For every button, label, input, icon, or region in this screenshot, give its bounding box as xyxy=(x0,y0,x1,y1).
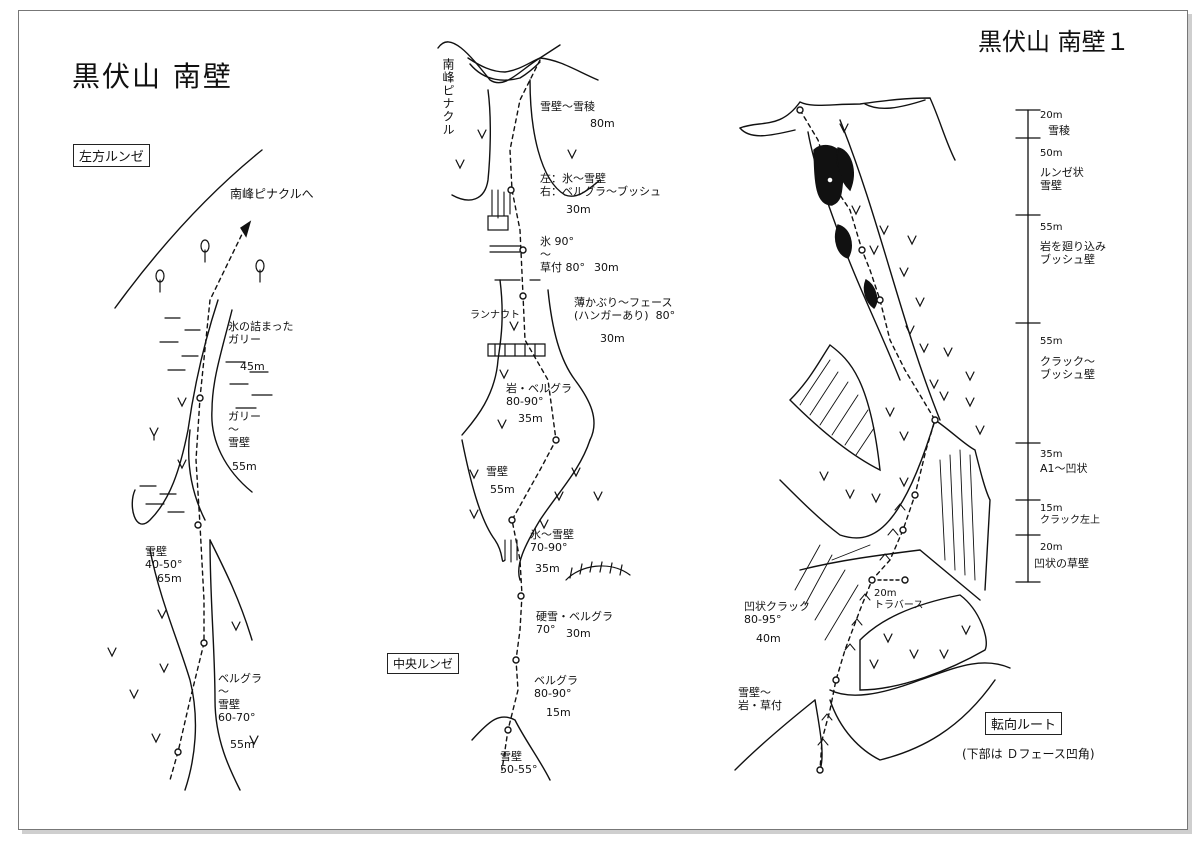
left-pitch-3-desc: 雪壁 40-50° xyxy=(145,545,183,571)
scale-5-len: 35m xyxy=(1040,449,1063,460)
right-lower-pitch-1-len: 40m xyxy=(756,632,781,645)
scale-3-len: 55m xyxy=(1040,222,1063,233)
right-route-line xyxy=(799,109,936,771)
left-lower-left xyxy=(149,549,197,791)
scale-3-desc: 岩を廻り込み ブッシュ壁 xyxy=(1040,240,1106,266)
right-climb-arrows xyxy=(817,503,906,746)
center-bush-marks xyxy=(455,129,603,530)
center-pitch-1-desc: 雪壁〜雪稜 xyxy=(540,100,595,113)
center-pitch-9-len: 15m xyxy=(546,706,571,719)
left-pitch-2-len: 55m xyxy=(232,460,257,473)
center-overhang-hatching xyxy=(487,215,631,581)
right-lower-face xyxy=(799,549,981,601)
center-pitch-3-desc: 氷 90° 〜 草付 80° xyxy=(540,235,585,274)
right-rock-slab xyxy=(789,343,881,472)
center-pitch-4-desc: 薄かぶり〜フェース (ハンガーあり) 80° xyxy=(574,296,676,322)
scale-6-len: 15m xyxy=(1040,503,1063,514)
scale-7-len: 20m xyxy=(1040,542,1063,553)
center-lower-left xyxy=(461,439,506,562)
scale-4-desc: クラック〜 ブッシュ壁 xyxy=(1040,355,1095,381)
scale-5-desc: A1〜凹状 xyxy=(1040,462,1088,475)
scale-7-desc: 凹状の草壁 xyxy=(1034,557,1089,570)
left-ice-hatching xyxy=(139,317,273,513)
right-slab-hatching xyxy=(794,359,976,641)
center-pitch-3-len: 30m xyxy=(594,261,619,274)
right-bush-marks xyxy=(819,123,985,670)
center-belay-points xyxy=(504,186,560,734)
scale-1-desc: 雪稜 xyxy=(1048,124,1070,137)
left-route-name: 左方ルンゼ xyxy=(73,144,150,167)
center-gully-mid-right xyxy=(547,289,595,441)
right-traverse-label: 20m トラバース xyxy=(874,588,924,611)
center-route-name: 中央ルンゼ xyxy=(387,653,459,674)
left-pitch-1-desc: 氷の詰まった ガリー xyxy=(228,320,294,346)
center-pitch-6-desc: 雪壁 xyxy=(486,465,508,478)
center-pitch-5-desc: 岩・ベルグラ 80-90° xyxy=(506,382,572,408)
left-gully-wall-right xyxy=(211,309,253,493)
center-pitch-1-len: 80m xyxy=(590,117,615,130)
right-gully-right xyxy=(839,119,941,421)
scale-4-len: 55m xyxy=(1040,336,1063,347)
handwritten-title: 黒伏山 南壁 xyxy=(72,60,233,93)
center-landmark: ランナウト xyxy=(470,310,520,321)
scale-1-len: 20m xyxy=(1040,110,1063,121)
center-summit-ridge xyxy=(437,41,599,84)
center-pitch-5-len: 35m xyxy=(518,412,543,425)
center-top-label: 南峰ピナクル xyxy=(441,58,455,136)
left-arrowhead xyxy=(240,220,252,238)
left-snowfield-edge xyxy=(187,429,206,521)
scale-6-desc: クラック左上 xyxy=(1040,515,1100,526)
center-pitch-4-len: 30m xyxy=(600,332,625,345)
right-summit-ridge xyxy=(739,97,956,161)
right-ground xyxy=(734,662,1011,771)
center-pitch-7-desc: 氷〜雪壁 70-90° xyxy=(530,528,574,554)
center-pitch-6-len: 55m xyxy=(490,483,515,496)
scale-2-desc: ルンゼ状 雪壁 xyxy=(1040,166,1084,192)
pitch-scale-bar xyxy=(1015,109,1041,583)
left-pitch-1-len: 45m xyxy=(240,360,265,373)
sheet-title: 黒伏山 南壁１ xyxy=(978,28,1130,56)
left-route-line xyxy=(169,227,246,781)
center-route-line xyxy=(501,59,557,771)
right-route-note: (下部は Ｄフェース凹角) xyxy=(962,747,1095,761)
right-face-left xyxy=(779,419,936,539)
left-top-note: 南峰ピナクルへ xyxy=(230,187,314,201)
right-belay-points xyxy=(796,106,939,774)
center-cornice xyxy=(467,57,541,81)
left-belay-points xyxy=(174,394,208,756)
right-cornice xyxy=(739,99,926,137)
center-pitch-2-desc: 左：氷〜雪壁 右：ベルグラ〜ブッシュ xyxy=(540,172,661,198)
center-snowcone xyxy=(471,716,551,781)
right-lower-pitch-1-desc: 凹状クラック 80-95° xyxy=(744,600,810,626)
left-pitch-4-len: 55m xyxy=(230,738,255,751)
right-route-name: 転向ルート xyxy=(985,712,1063,735)
right-snow-apron xyxy=(859,594,987,691)
center-pitch-10-desc: 雪壁 50-55° xyxy=(500,750,538,776)
left-pitch-3-len: 65m xyxy=(157,572,182,585)
left-arrow-line xyxy=(209,539,253,641)
left-lower-right xyxy=(209,539,241,791)
center-pitch-7-len: 35m xyxy=(535,562,560,575)
center-gully-mid-left xyxy=(461,279,503,436)
right-buttress xyxy=(934,419,991,591)
right-lower-pitch-2-desc: 雪壁〜 岩・草付 xyxy=(738,686,782,712)
left-slope-line xyxy=(114,149,263,309)
left-pitch-4-desc: ベルグラ 〜 雪壁 60-70° xyxy=(218,672,262,724)
center-pitch-8-desc: 硬雪・ベルグラ 70° xyxy=(536,610,613,636)
scale-2-len: 50m xyxy=(1040,148,1063,159)
center-pitch-9-desc: ベルグラ 80-90° xyxy=(534,674,578,700)
center-pitch-2-len: 30m xyxy=(566,203,591,216)
topo-sheet xyxy=(18,10,1188,830)
center-gully-right xyxy=(529,79,601,197)
left-pitch-2-desc: ガリー 〜 雪壁 xyxy=(228,410,261,449)
center-lower-right xyxy=(518,439,591,581)
left-bush-marks xyxy=(107,239,265,746)
left-gully-wall-left xyxy=(131,299,219,525)
right-ice-patches xyxy=(813,145,878,309)
center-gully-left xyxy=(451,89,492,201)
center-icefall-hatching xyxy=(491,189,518,563)
center-pitch-8-len: 30m xyxy=(566,627,591,640)
